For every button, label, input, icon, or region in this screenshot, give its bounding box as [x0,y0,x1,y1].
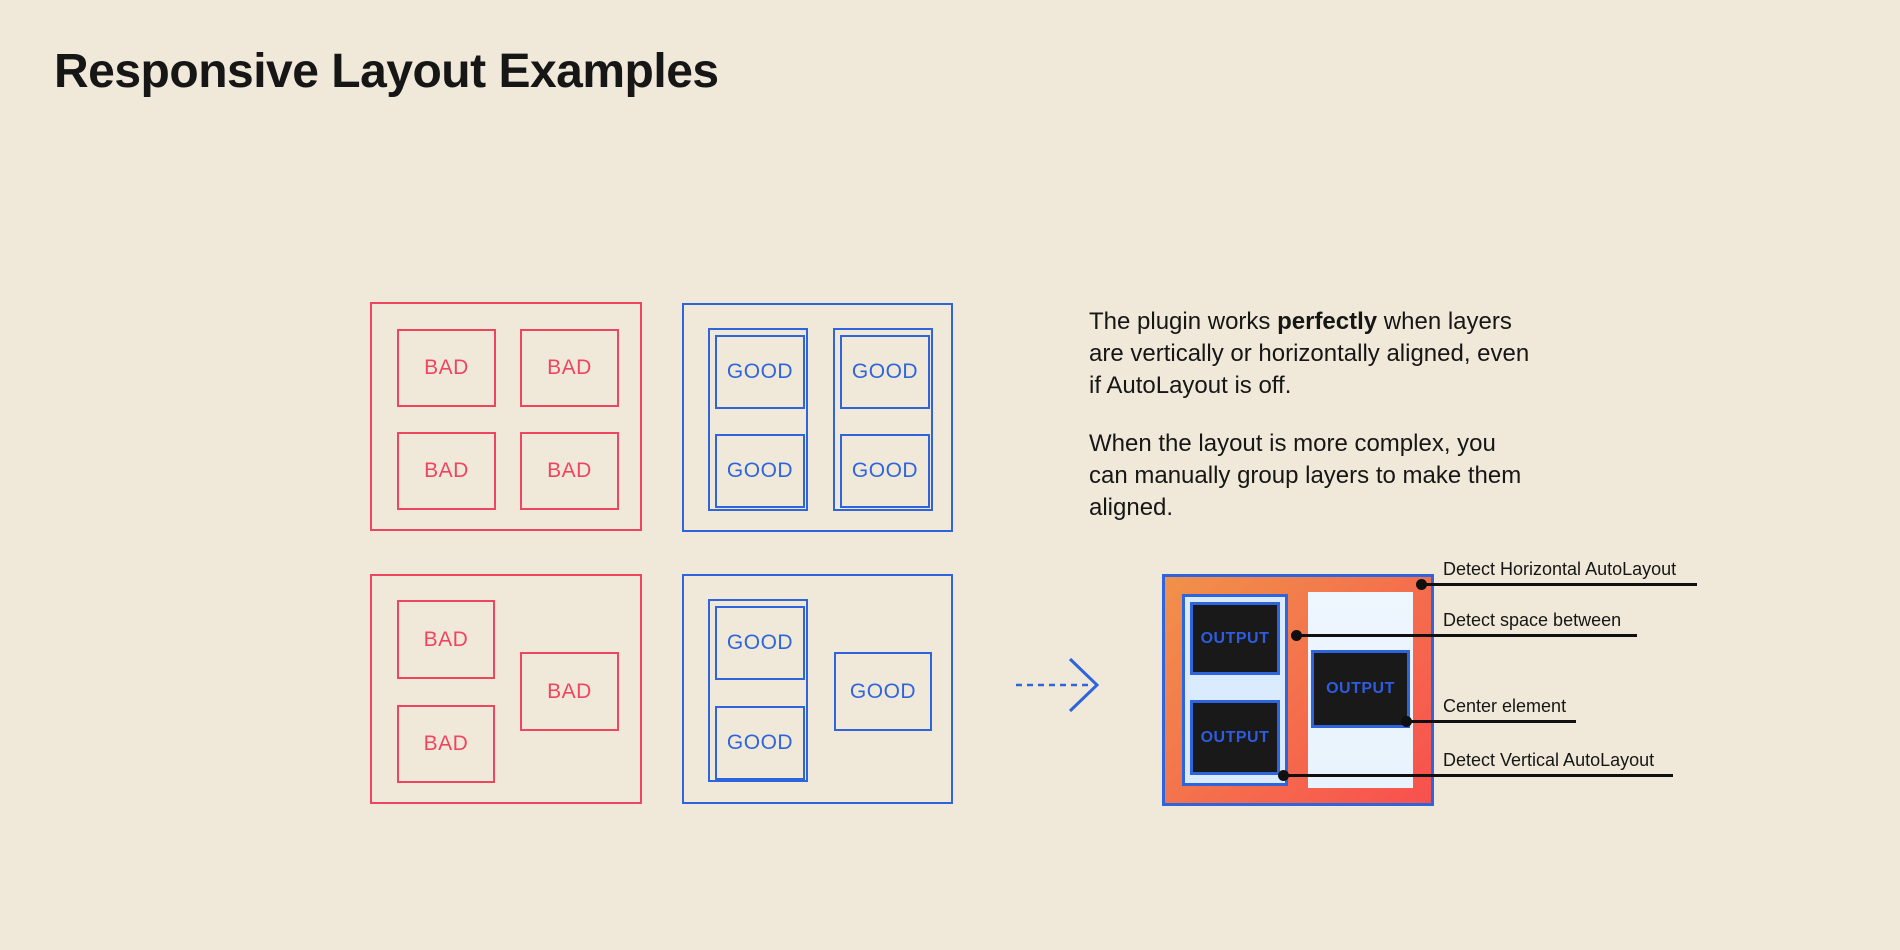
good-column-group: GOOD GOOD [708,599,808,782]
good-box: GOOD [715,434,805,508]
description-text-run: when layers are vertically or horizontal… [1089,308,1530,399]
bad-box: BAD [520,329,619,407]
callout-line [1401,716,1576,727]
good-loose-frame: GOOD GOOD GOOD [682,574,953,804]
output-box: OUTPUT [1311,650,1410,728]
good-box: GOOD [840,434,930,508]
good-box: GOOD [840,335,930,409]
output-frame: OUTPUT OUTPUT OUTPUT [1162,574,1434,806]
callout-line [1291,630,1637,641]
output-column-group: OUTPUT OUTPUT [1182,594,1288,786]
callout-label: Detect Vertical AutoLayout [1443,750,1655,770]
good-box: GOOD [715,606,805,680]
callout-dot [1278,770,1289,781]
bad-box: BAD [520,652,619,731]
description-text: The plugin works perfectly when layers a… [1089,306,1541,550]
callout-label: Detect space between [1443,610,1622,630]
good-column-group: GOOD GOOD [833,328,933,511]
callout-line [1278,770,1673,781]
description-bold-word: perfectly [1277,308,1378,335]
callout-label: Center element [1443,696,1567,716]
good-box: GOOD [834,652,932,731]
callout-label: Detect Horizontal AutoLayout [1443,559,1677,579]
description-paragraph-1: The plugin works perfectly when layers a… [1089,306,1541,402]
output-panel: OUTPUT [1308,592,1413,788]
bad-box: BAD [397,600,495,679]
description-text-run: The plugin works [1089,308,1278,335]
callout-line [1416,579,1697,590]
description-paragraph-2: When the layout is more complex, you can… [1089,430,1522,521]
bad-box: BAD [520,432,619,510]
page-title: Responsive Layout Examples [54,45,719,98]
bad-box: BAD [397,329,496,407]
bad-loose-frame: BAD BAD BAD [370,574,642,804]
good-column-group: GOOD GOOD [708,328,808,511]
output-box: OUTPUT [1190,602,1280,675]
callout-dot [1291,630,1302,641]
output-box: OUTPUT [1190,700,1280,775]
callout-dot [1416,579,1427,590]
good-box: GOOD [715,335,805,409]
bad-grid-frame: BAD BAD BAD BAD [370,302,642,531]
arrow-right-icon [1016,657,1100,713]
good-grid-frame: GOOD GOOD GOOD GOOD [682,303,953,532]
good-box: GOOD [715,706,805,780]
bad-box: BAD [397,432,496,510]
callout-dot [1401,716,1412,727]
bad-box: BAD [397,705,495,783]
